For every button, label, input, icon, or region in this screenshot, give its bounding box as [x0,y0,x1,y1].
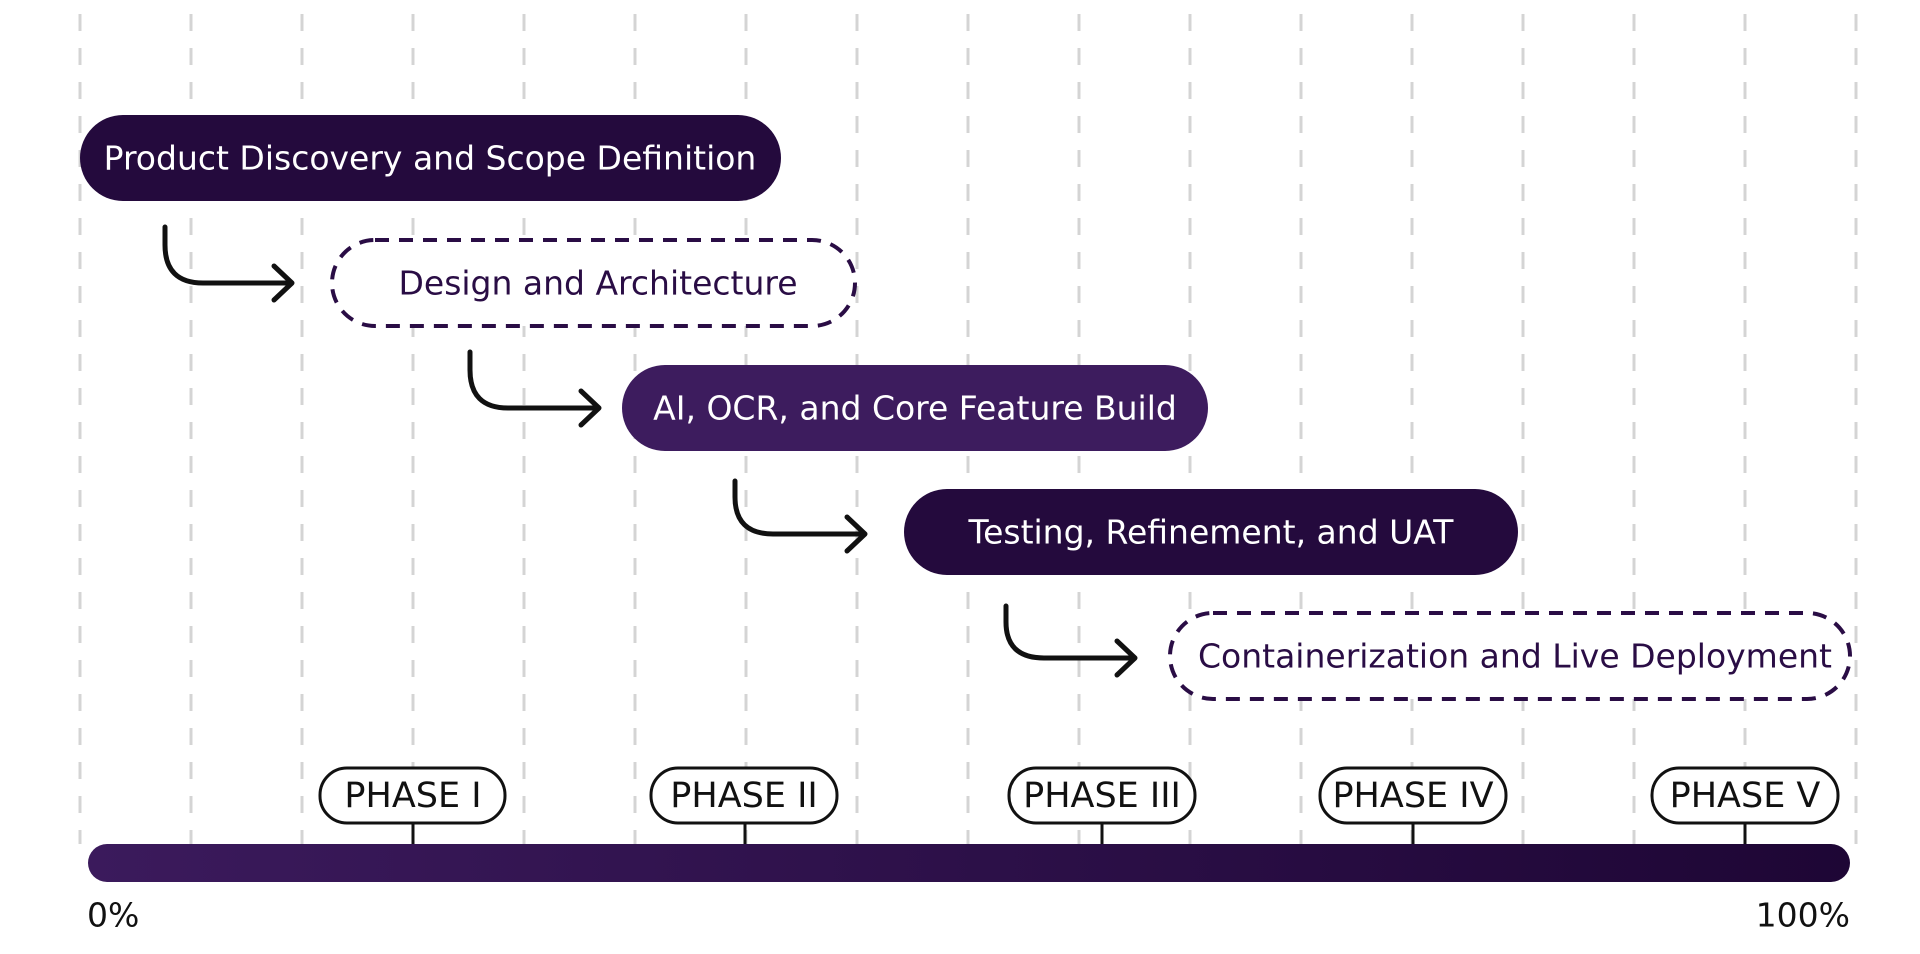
progress-bar [88,844,1850,882]
phase-marker: PHASE II [649,766,839,844]
phase-tag-shape [1650,766,1840,825]
phase-marker: PHASE I [318,766,507,844]
phase-marker: PHASE III [1007,766,1197,844]
progress-start-label: 0% [87,896,139,935]
phase-label: PHASE III [1023,776,1181,816]
task-label: Product Discovery and Scope Definition [104,139,757,178]
connector-arrow-icon [1003,603,1138,678]
task-pill: Design and Architecture [330,238,857,328]
task-label: Design and Architecture [398,264,797,303]
phase-tag-shape [1007,766,1197,825]
progress-end-label: 100% [1756,896,1850,935]
phase-marker: PHASE V [1650,766,1840,844]
phase-tag-shape [1318,766,1508,825]
connector-arrow-icon [732,478,868,554]
task-pill: Testing, Refinement, and UAT [904,489,1518,575]
task-label: Containerization and Live Deployment [1198,637,1832,676]
phase-marker: PHASE IV [1318,766,1508,844]
phase-tag-shape [318,766,507,825]
task-pill-shape [1168,611,1852,701]
task-pill: Containerization and Live Deployment [1168,611,1852,701]
task-pill-shape [330,238,857,328]
phase-label: PHASE V [1670,776,1821,816]
task-pill-shape [80,115,781,201]
connector-arrow-icon [162,224,295,303]
task-pill: AI, OCR, and Core Feature Build [622,365,1208,451]
task-pill-shape [904,489,1518,575]
task-label: Testing, Refinement, and UAT [968,513,1455,552]
task-pill: Product Discovery and Scope Definition [80,115,781,201]
phase-tag-shape [649,766,839,825]
phase-label: PHASE IV [1332,776,1493,816]
task-pill-shape [622,365,1208,451]
task-label: AI, OCR, and Core Feature Build [653,389,1177,428]
connector-arrow-icon [467,349,602,428]
phase-label: PHASE II [670,776,817,816]
phase-label: PHASE I [344,776,481,816]
